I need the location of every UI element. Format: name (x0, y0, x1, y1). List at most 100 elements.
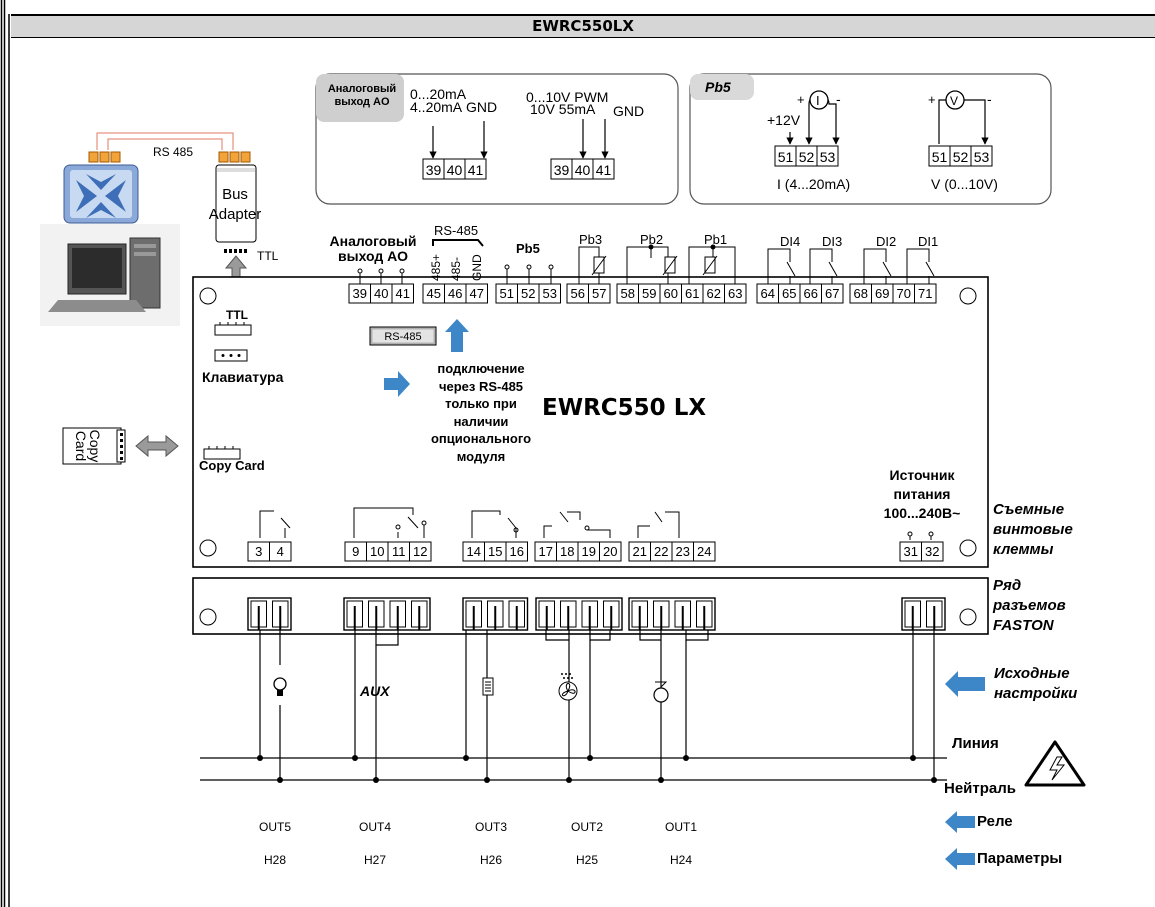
ao-tag-label: Аналоговый выход AO (327, 83, 397, 108)
svg-text:52: 52 (953, 149, 969, 165)
top-terminal-box-47 (465, 283, 488, 304)
svg-text:52: 52 (799, 149, 815, 165)
top-terminal-60: 60 (664, 286, 678, 301)
bottom-terminal-19: 19 (582, 544, 596, 559)
svg-text:39: 39 (554, 162, 570, 178)
top-terminal-box-41 (391, 283, 414, 304)
bottom-terminal-31: 31 (904, 544, 918, 559)
pb5-terminal-strip-voltage: 51 52 53 (928, 99, 993, 167)
svg-text:53: 53 (974, 149, 990, 165)
h28-label: H28 (263, 853, 286, 867)
defaults-arrow-icon (945, 671, 985, 697)
copy-card-port-label: Copy Card (199, 458, 265, 473)
aux-load-label: AUX (359, 683, 391, 699)
top-terminal-40: 40 (374, 286, 388, 301)
top-terminal-47: 47 (470, 286, 484, 301)
top-terminal-45: 45 (427, 286, 441, 301)
pb1-header: Pb1 (704, 232, 727, 247)
top-terminal-58: 58 (621, 286, 635, 301)
pb5-terminal-strip-current: 51 52 53 (774, 93, 840, 167)
pb5-header: Pb5 (516, 241, 540, 256)
bottom-terminal-10: 10 (370, 544, 384, 559)
ao-tag (316, 74, 404, 122)
svg-text:51: 51 (778, 149, 794, 165)
psu-pins (907, 531, 934, 540)
svg-text:39: 39 (426, 162, 442, 178)
svg-text:40: 40 (575, 162, 591, 178)
top-terminal-71: 71 (918, 286, 932, 301)
ao-voltage-label-2: 10V 55mA (530, 101, 596, 117)
bottom-terminal-17: 17 (539, 544, 553, 559)
fan-icon (558, 673, 578, 701)
ao-current-label-1: 0...20mA (410, 86, 467, 102)
top-terminal-68: 68 (854, 286, 868, 301)
ao-current-label-2: 4..20mA (410, 99, 463, 115)
rs485-badge-label: RS-485 (384, 331, 421, 343)
svg-text:41: 41 (468, 162, 484, 178)
rs485-header: RS-485 (434, 223, 478, 238)
svg-text:51: 51 (932, 149, 948, 165)
defaults-label: Исходные настройки (994, 665, 1078, 702)
top-terminal-39: 39 (353, 286, 367, 301)
rs485-cable-label: RS 485 (153, 145, 193, 159)
bottom-terminal-box-32 (921, 541, 944, 562)
minus-sign-a: - (836, 91, 841, 107)
h25-label: H25 (575, 853, 598, 867)
h26-label: H26 (479, 853, 502, 867)
meter-i-label: I (816, 93, 820, 108)
pb5-caption-voltage: V (0...10V) (931, 176, 998, 192)
top-terminal-66: 66 (804, 286, 818, 301)
out5-label: OUT5 (258, 820, 291, 834)
bottom-terminal-9: 9 (352, 544, 359, 559)
ao-terminal-strip-voltage: 39 40 41 (550, 119, 615, 180)
psu-label: Источник питания 100...240В~ (883, 467, 961, 521)
meter-v-label: V (950, 94, 958, 108)
ttl-adapter-label: TTL (257, 249, 279, 263)
svg-text:40: 40 (447, 162, 463, 178)
bottom-terminal-box-12 (409, 541, 432, 562)
load-wiring (200, 630, 947, 781)
bus-adapter (215, 164, 257, 243)
ao-terminal-strip-current: 39 40 41 (422, 121, 488, 180)
plus-sign-b: + (928, 92, 936, 107)
top-terminal-57: 57 (592, 286, 606, 301)
out3-label: OUT3 (474, 820, 507, 834)
rs485-module-badge (369, 326, 437, 346)
top-terminal-51: 51 (500, 286, 514, 301)
pb5-tag (690, 74, 754, 100)
top-terminal-41: 41 (396, 286, 410, 301)
compressor-icon (653, 681, 669, 703)
keyboard-port (214, 349, 248, 362)
top-terminal-70: 70 (897, 286, 911, 301)
neutral-label: Нейтраль (944, 780, 1016, 797)
relay-label: Реле (977, 813, 1013, 830)
out2-label: OUT2 (570, 820, 603, 834)
params-label: Параметры (977, 850, 1063, 867)
copy-card-label: Copy Card (73, 429, 103, 463)
top-terminal-62: 62 (707, 286, 721, 301)
up-arrow-icon (445, 319, 469, 352)
pb5-sensor-box: 51 52 53 51 52 53 (689, 73, 1052, 205)
ao-gnd-1: GND (466, 99, 497, 115)
top-terminal-69: 69 (875, 286, 889, 301)
h27-label: H27 (363, 853, 386, 867)
di4-header: DI4 (780, 234, 800, 249)
rs485-pin-gnd: GND (470, 254, 484, 281)
bus-adapter-label: Bus Adapter (208, 186, 262, 223)
params-arrow-icon (945, 848, 975, 870)
copy-card-double-arrow (135, 434, 179, 458)
top-terminal-59: 59 (642, 286, 656, 301)
pb5-caption-current: I (4...20mA) (777, 176, 850, 192)
top-terminal-box-71 (914, 283, 937, 304)
diagram-title: EWRC550LX (11, 14, 1155, 38)
bottom-terminal-box-20 (599, 541, 622, 562)
di1-header: DI1 (918, 234, 938, 249)
top-terminal-65: 65 (782, 286, 796, 301)
ao-gnd-2: GND (613, 103, 644, 119)
rs485-note: подключение через RS-485 только при нали… (430, 361, 532, 464)
top-terminal-56: 56 (571, 286, 585, 301)
copy-card-port (203, 446, 241, 460)
out4-label: OUT4 (358, 820, 391, 834)
